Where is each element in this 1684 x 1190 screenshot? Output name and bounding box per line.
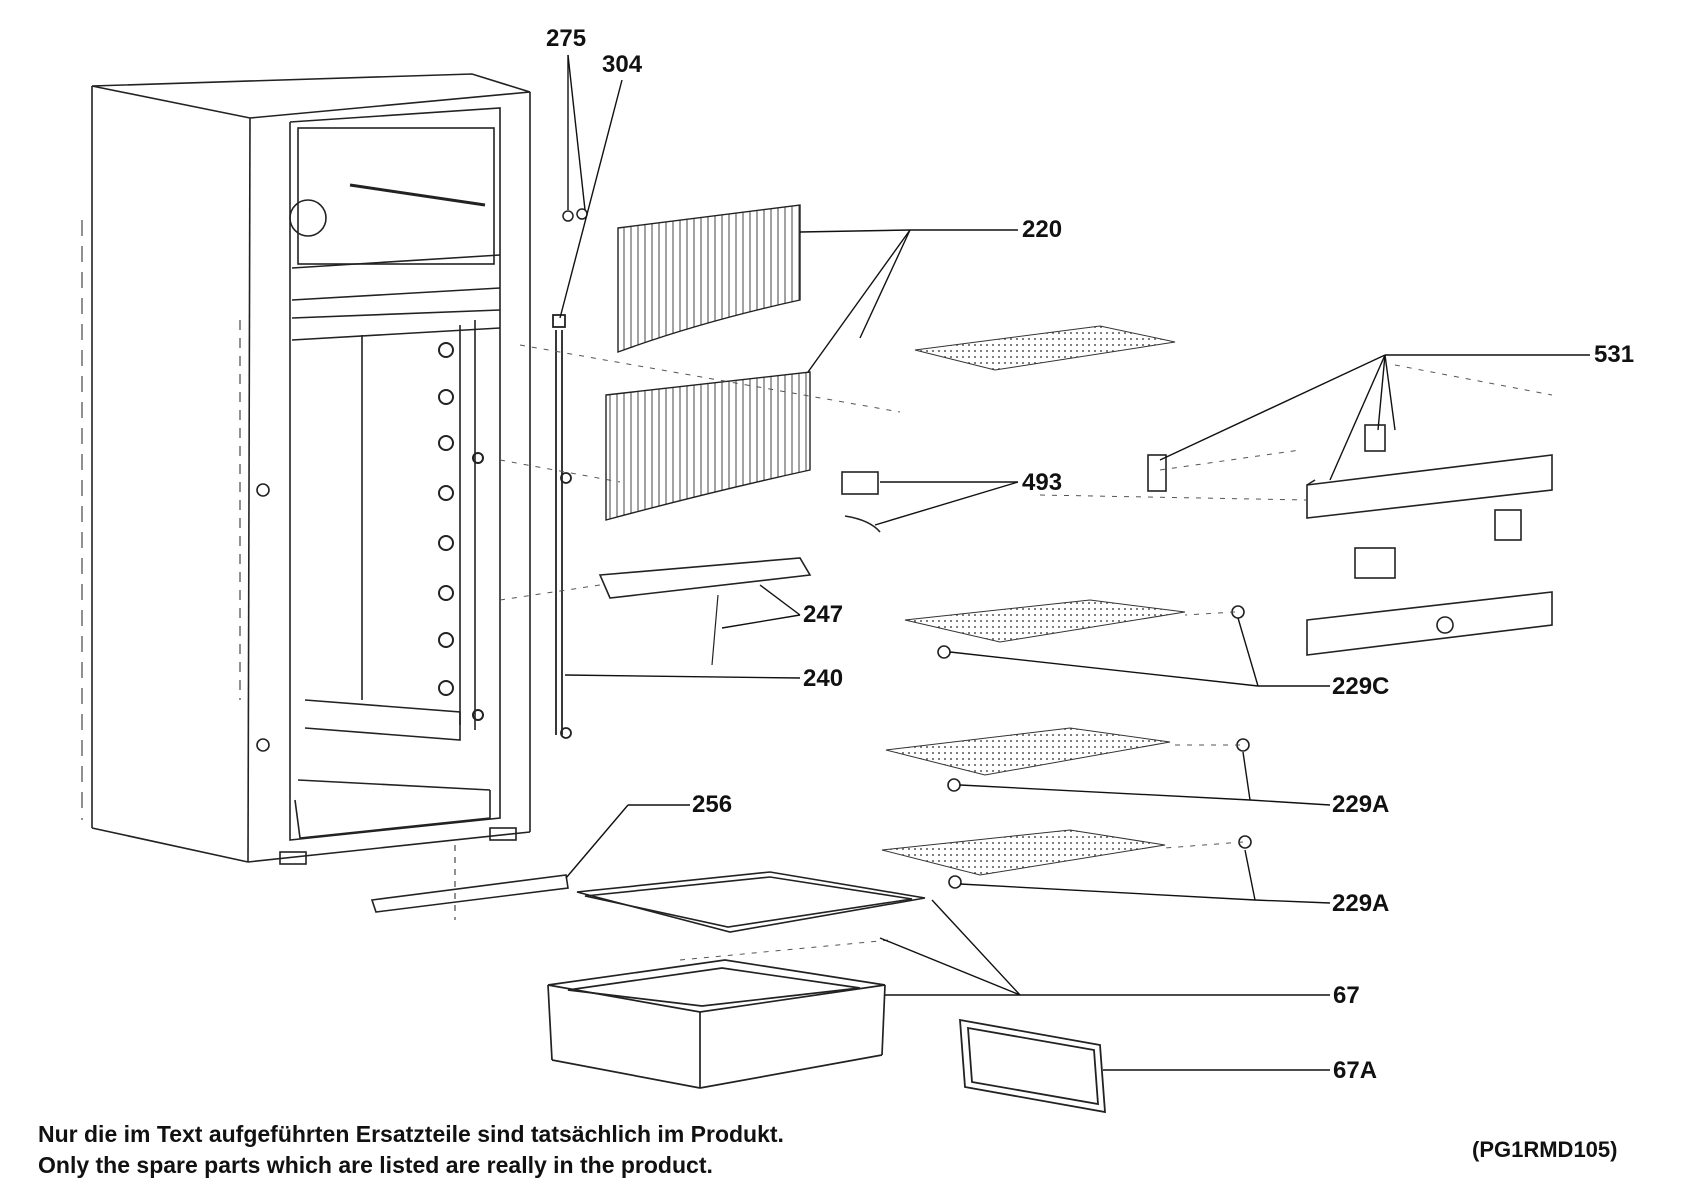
label-531: 531 xyxy=(1594,341,1634,368)
drawing-code: (PG1RMD105) xyxy=(1472,1137,1618,1162)
screw-275 xyxy=(562,208,588,222)
label-229c: 229C xyxy=(1332,673,1389,700)
label-493: 493 xyxy=(1022,469,1062,496)
bracket-493 xyxy=(841,471,881,533)
disclaimer-german: Nur die im Text aufgeführten Ersatzteile… xyxy=(38,1121,784,1147)
control-panel-531 xyxy=(1147,424,1553,656)
label-304: 304 xyxy=(602,51,643,78)
crisper-cover-67 xyxy=(576,871,926,933)
shelf-support-knobs xyxy=(438,342,484,721)
label-247: 247 xyxy=(803,601,843,628)
label-220: 220 xyxy=(1022,216,1062,243)
label-229a-upper: 229A xyxy=(1332,791,1389,818)
label-256: 256 xyxy=(692,791,732,818)
refrigerator-cabinet xyxy=(81,73,531,865)
wire-shelf-229a-upper xyxy=(885,727,1250,792)
label-275: 275 xyxy=(546,25,586,52)
label-229a-lower: 229A xyxy=(1332,890,1389,917)
crisper-front-67a xyxy=(959,1018,1106,1114)
wire-shelf-229c xyxy=(904,599,1245,659)
crisper-drawer-67 xyxy=(547,959,886,1089)
part-number-labels: 275 304 220 531 493 247 240 229C 229A 22… xyxy=(546,25,1634,1084)
disclaimer-english: Only the spare parts which are listed ar… xyxy=(38,1152,713,1178)
wire-shelf-top xyxy=(914,325,1176,371)
rail-240 xyxy=(552,314,572,739)
leader-lines xyxy=(559,54,1590,1071)
divider-shelf-247 xyxy=(598,557,812,666)
label-240: 240 xyxy=(803,665,843,692)
cover-strip-256 xyxy=(370,845,569,920)
back-panel-220 xyxy=(605,204,811,521)
label-67: 67 xyxy=(1333,982,1360,1009)
wire-shelf-229a-lower xyxy=(881,829,1252,889)
label-67a: 67A xyxy=(1333,1057,1377,1084)
assembly-guide-lines xyxy=(499,344,1553,961)
